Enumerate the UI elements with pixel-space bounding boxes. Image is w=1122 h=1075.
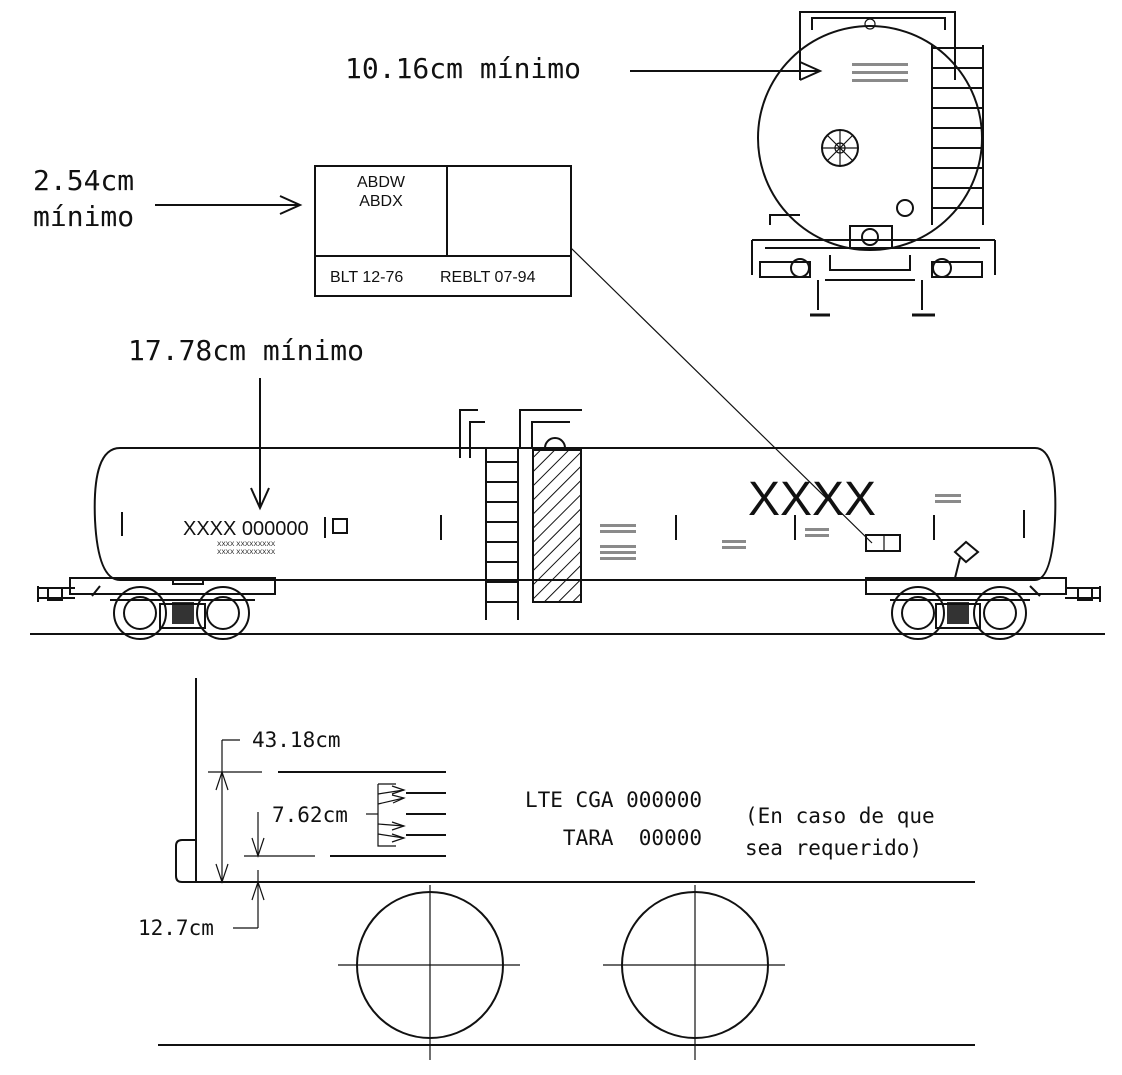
note-line-2: sea requerido)	[745, 836, 922, 860]
plate-built-date: BLT 12-76	[330, 269, 403, 286]
dimension-43-18: 43.18cm	[252, 728, 341, 752]
end-view-ladder	[931, 45, 984, 225]
plate-line-1: ABDW	[357, 174, 406, 191]
end-view-tank-car	[751, 11, 996, 317]
top-dimension-label: 10.16cm mínimo	[345, 52, 581, 85]
big-reporting-mark: XXXX	[748, 473, 876, 526]
side-dimension-arrow	[250, 378, 270, 511]
capacity-plate-detail: ABDW ABDX BLT 12-76 REBLT 07-94	[314, 165, 572, 297]
dimension-7-62: 7.62cm	[272, 803, 348, 827]
plate-line-2: ABDX	[359, 193, 403, 210]
small-text-line-2: XXXX XXXXXXXXX	[217, 549, 276, 556]
top-dimension-arrow	[630, 61, 823, 81]
side-view-ladder	[485, 448, 519, 620]
plate-dimension-label-2: mínimo	[33, 200, 134, 233]
note-line-1: (En caso de que	[745, 804, 935, 828]
right-truck	[865, 577, 1101, 640]
lower-detail-drawing	[158, 678, 975, 1060]
reporting-mark-number: XXXX 000000	[183, 518, 309, 540]
side-view-tank-car: XXXX XXXX 000000 XXXX XXXXXXXXX XXXX XXX…	[30, 409, 1105, 640]
dimension-12-7: 12.7cm	[138, 916, 214, 940]
plate-dimension-label-1: 2.54cm	[33, 164, 134, 197]
lte-cga-stencil: LTE CGA 000000	[525, 788, 702, 812]
end-view-small-text	[852, 63, 908, 82]
tara-stencil: TARA 00000	[563, 826, 702, 850]
side-dimension-label: 17.78cm mínimo	[128, 334, 364, 367]
plate-location-marker	[865, 534, 901, 552]
small-text-line-1: XXXX XXXXXXXXX	[217, 541, 276, 548]
left-truck	[37, 577, 276, 640]
hand-wheel-icon	[821, 129, 859, 167]
plate-dimension-arrow	[155, 195, 303, 215]
side-view-small-text	[600, 494, 961, 560]
plate-leader-line	[570, 247, 873, 544]
plate-rebuilt-date: REBLT 07-94	[440, 269, 536, 286]
hatched-band	[532, 449, 582, 603]
